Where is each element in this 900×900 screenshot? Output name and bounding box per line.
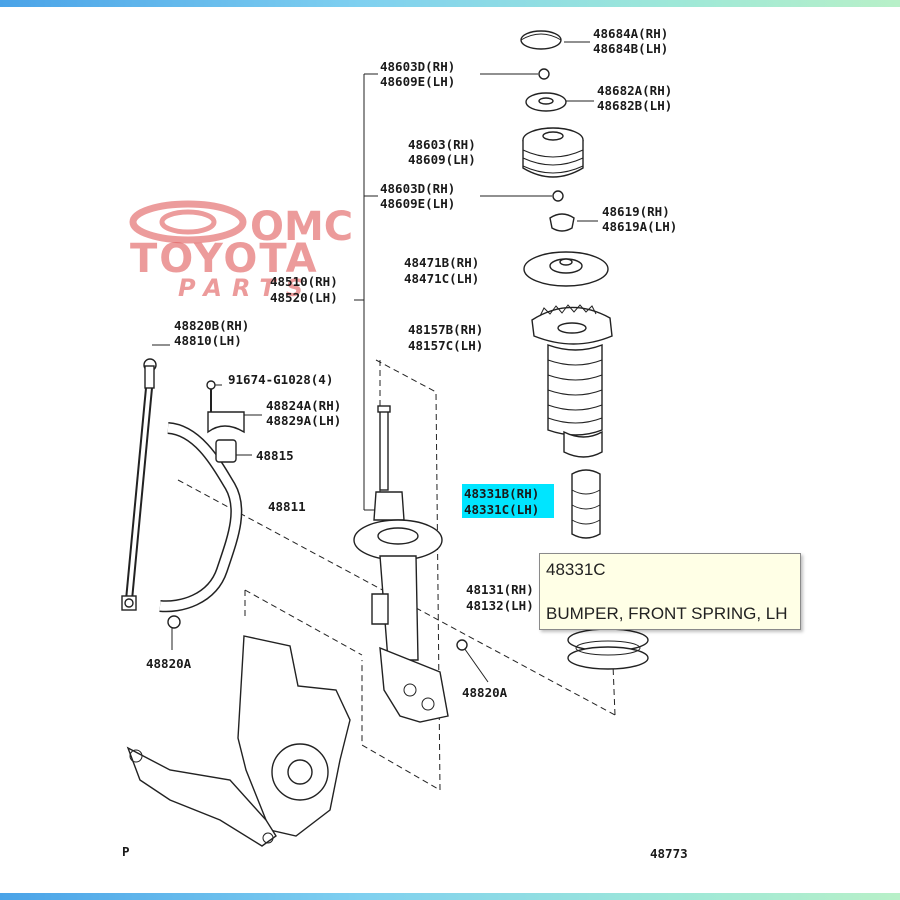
label-48331b[interactable]: 48331B(RH) xyxy=(464,486,539,501)
label-48471c[interactable]: 48471C(LH) xyxy=(404,271,479,286)
label-48609[interactable]: 48609(LH) xyxy=(408,152,476,167)
label-48603d-top[interactable]: 48603D(RH) xyxy=(380,59,455,74)
part-tooltip: 48331C BUMPER, FRONT SPRING, LH xyxy=(539,553,801,630)
top-gradient-bar xyxy=(0,0,900,7)
selected-part-highlight xyxy=(462,484,554,518)
label-48811[interactable]: 48811 xyxy=(268,499,306,514)
tooltip-part-number: 48331C xyxy=(546,560,606,579)
label-48510[interactable]: 48510(RH) xyxy=(270,274,338,289)
label-48829a[interactable]: 48829A(LH) xyxy=(266,413,341,428)
bottom-gradient-bar xyxy=(0,893,900,900)
label-48157b[interactable]: 48157B(RH) xyxy=(408,322,483,337)
dust-boot xyxy=(531,304,613,458)
part-labels: 48684A(RH) 48684B(LH) 48603D(RH) 48609E(… xyxy=(122,26,688,861)
label-48815[interactable]: 48815 xyxy=(256,448,294,463)
label-48619a[interactable]: 48619A(LH) xyxy=(602,219,677,234)
label-48331c[interactable]: 48331C(LH) xyxy=(464,502,539,517)
watermark-line2: TOYOTA xyxy=(130,236,319,282)
label-91674[interactable]: 91674-G1028(4) xyxy=(228,372,333,387)
label-48820b[interactable]: 48820B(RH) xyxy=(174,318,249,333)
label-48609e-top[interactable]: 48609E(LH) xyxy=(380,74,455,89)
stabilizer-assembly xyxy=(121,358,245,629)
label-48684b[interactable]: 48684B(LH) xyxy=(593,41,668,56)
label-48157c[interactable]: 48157C(LH) xyxy=(408,338,483,353)
watermark-line3: PARTS xyxy=(178,274,313,302)
label-48609e-mid[interactable]: 48609E(LH) xyxy=(380,196,455,211)
knuckle-and-arm xyxy=(126,635,351,847)
label-48682b[interactable]: 48682B(LH) xyxy=(597,98,672,113)
label-48603[interactable]: 48603(RH) xyxy=(408,137,476,152)
label-48131[interactable]: 48131(RH) xyxy=(466,582,534,597)
label-48824a[interactable]: 48824A(RH) xyxy=(266,398,341,413)
coil-spring xyxy=(567,628,649,670)
spring-bumper xyxy=(571,469,601,539)
label-48810[interactable]: 48810(LH) xyxy=(174,333,242,348)
label-48603d-mid[interactable]: 48603D(RH) xyxy=(380,181,455,196)
tooltip-description: BUMPER, FRONT SPRING, LH xyxy=(546,604,788,623)
label-48684a[interactable]: 48684A(RH) xyxy=(593,26,668,41)
corner-p: P xyxy=(122,844,130,859)
watermark-line1: OMC xyxy=(250,204,353,250)
label-48520[interactable]: 48520(LH) xyxy=(270,290,338,305)
label-48682a[interactable]: 48682A(RH) xyxy=(597,83,672,98)
label-48619[interactable]: 48619(RH) xyxy=(602,204,670,219)
label-48132[interactable]: 48132(LH) xyxy=(466,598,534,613)
strut-assembly xyxy=(353,405,468,723)
label-48820a-left[interactable]: 48820A xyxy=(146,656,192,671)
upper-mount-parts xyxy=(520,30,609,287)
corner-code: 48773 xyxy=(650,846,688,861)
label-48820a-right[interactable]: 48820A xyxy=(462,685,508,700)
watermark: OMC TOYOTA PARTS xyxy=(129,200,353,302)
label-48471b[interactable]: 48471B(RH) xyxy=(404,255,479,270)
